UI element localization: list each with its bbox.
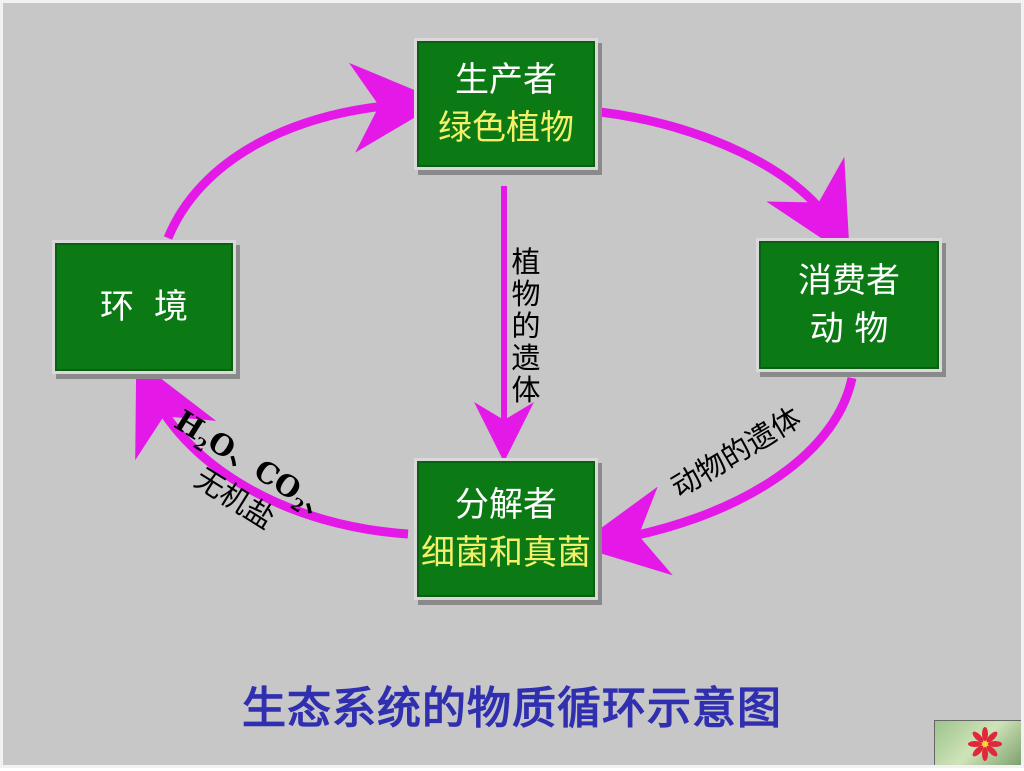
producer-node: 生产者 绿色植物 bbox=[414, 38, 598, 170]
decomposer-title: 分解者 bbox=[455, 485, 557, 525]
arrow-producer-to-consumer bbox=[599, 107, 850, 258]
environment-node: 环境 bbox=[52, 240, 236, 374]
diagram-caption: 生态系统的物质循环示意图 bbox=[242, 683, 782, 734]
arrow-environment-to-producer bbox=[163, 62, 442, 240]
consumer-node: 消费者 动 物 bbox=[756, 238, 942, 372]
plant-remains-label: 植物的遗体 bbox=[511, 245, 541, 407]
producer-subtitle: 绿色植物 bbox=[438, 108, 574, 148]
decomposer-subtitle: 细菌和真菌 bbox=[421, 533, 591, 573]
environment-title: 环境 bbox=[100, 287, 208, 327]
consumer-subtitle: 动 物 bbox=[809, 309, 889, 349]
decomposer-node: 分解者 细菌和真菌 bbox=[414, 458, 598, 600]
consumer-title: 消费者 bbox=[798, 261, 900, 301]
flower-thumbnail-icon bbox=[934, 720, 1022, 768]
arrow-decomposer-to-environment bbox=[135, 359, 409, 539]
producer-title: 生产者 bbox=[455, 60, 557, 100]
arrow-consumer-to-decomposer bbox=[576, 377, 857, 576]
